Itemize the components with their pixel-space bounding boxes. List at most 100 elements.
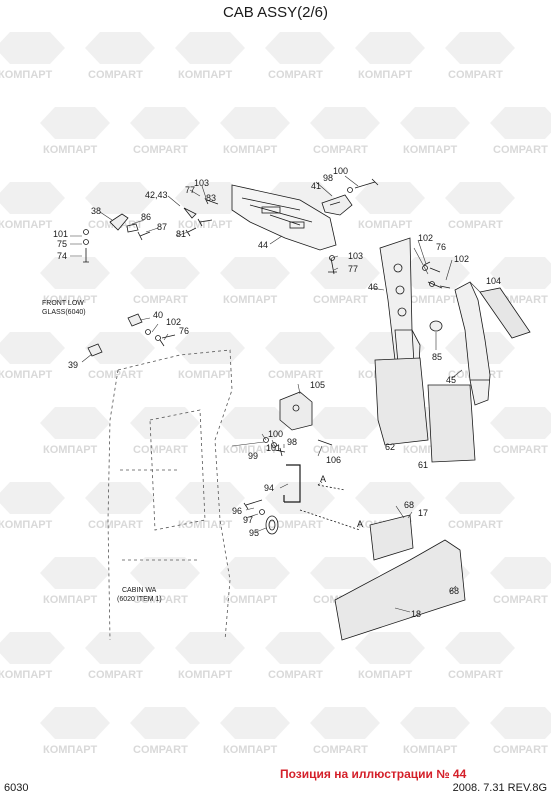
part-label: 75 — [57, 239, 68, 249]
part-label: 103 — [194, 178, 210, 188]
watermark-logo — [445, 482, 515, 514]
part-label: 102 — [454, 254, 470, 264]
watermark-text: КОМПАРТ — [43, 444, 97, 456]
part-label: 105 — [310, 380, 326, 390]
watermark-logo — [130, 407, 200, 439]
watermark-text: COMPART — [133, 144, 188, 156]
watermark-logo — [130, 707, 200, 739]
watermark-logo — [0, 182, 65, 214]
watermark-text: COMPART — [313, 144, 368, 156]
bracket-44 — [231, 184, 337, 251]
note-cabin-wa-ref: (6020 ITEM 1) — [117, 596, 162, 603]
revision-date: 2008. 7.31 REV.8G — [452, 782, 547, 794]
part-label: 76 — [179, 326, 190, 336]
bracket-105 — [279, 391, 313, 431]
watermark-logo — [0, 332, 65, 364]
part-label: 74 — [57, 251, 68, 261]
part-label: 98 — [323, 173, 334, 183]
part-label: 68 — [449, 586, 460, 596]
part-label: 77 — [348, 264, 359, 274]
watermark-text: COMPART — [88, 669, 143, 681]
bolt-103-77 — [328, 255, 337, 275]
part-label: 40 — [153, 310, 164, 320]
watermark-text: КОМПАРТ — [178, 669, 232, 681]
watermark-text: КОМПАРТ — [178, 369, 232, 381]
part-label: 98 — [287, 437, 298, 447]
note-cabin-wa: CABIN WA — [122, 587, 157, 594]
note-front-low-glass: FRONT LOW — [42, 300, 84, 307]
part-label: 38 — [91, 206, 102, 216]
watermark-logo — [310, 407, 380, 439]
watermark-text: COMPART — [268, 669, 323, 681]
part-label: 45 — [446, 375, 457, 385]
part-label: 96 — [232, 506, 243, 516]
watermark-logo — [310, 107, 380, 139]
watermark-logo — [85, 482, 155, 514]
part-label: 103 — [348, 251, 364, 261]
watermark-text: COMPART — [313, 294, 368, 306]
watermark-logo — [175, 32, 245, 64]
watermark-text: КОМПАРТ — [43, 294, 97, 306]
part-label: 86 — [141, 212, 152, 222]
part-label: 104 — [486, 276, 502, 286]
watermark-logo — [490, 407, 551, 439]
watermark-logo — [445, 632, 515, 664]
watermark-text: КОМПАРТ — [178, 219, 232, 231]
watermark-text: КОМПАРТ — [0, 669, 52, 681]
compart-watermark: КОМПАРТ COMPART КОМПАРТ COMPART КОМПАРТ COMPA… — [0, 32, 551, 756]
watermark-logo — [40, 557, 110, 589]
watermark-text: COMPART — [133, 744, 188, 756]
leader-lines — [70, 175, 481, 613]
part-label: 81 — [176, 229, 187, 239]
watermark-text: КОМПАРТ — [0, 369, 52, 381]
watermark-logo — [220, 557, 290, 589]
part-label: 62 — [385, 442, 396, 452]
watermark-text: COMPART — [448, 669, 503, 681]
panel-17 — [369, 514, 414, 561]
watermark-text: КОМПАРТ — [178, 519, 232, 531]
watermark-text: КОМПАРТ — [43, 144, 97, 156]
leader-a2 — [299, 509, 361, 531]
bracket-38 — [109, 213, 151, 241]
part-label: 76 — [436, 242, 447, 252]
part-label: 102 — [418, 233, 434, 243]
hardware-96-97-95 — [243, 499, 279, 535]
watermark-logo — [445, 32, 515, 64]
watermark-text: КОМПАРТ — [0, 69, 52, 81]
part-label: 100 — [333, 166, 349, 176]
watermark-logo — [490, 707, 551, 739]
watermark-text: КОМПАРТ — [0, 219, 52, 231]
watermark-text: COMPART — [448, 519, 503, 531]
pad-104 — [479, 287, 531, 339]
part-label: 95 — [249, 528, 260, 538]
watermark-text: КОМПАРТ — [223, 294, 277, 306]
watermark-logo — [0, 632, 65, 664]
watermark-text: КОМПАРТ — [358, 69, 412, 81]
watermark-logo — [445, 182, 515, 214]
part-label: 99 — [248, 451, 259, 461]
watermark-text: COMPART — [448, 69, 503, 81]
watermark-text: КОМПАРТ — [358, 219, 412, 231]
watermark-text: COMPART — [493, 444, 548, 456]
watermark-text: КОМПАРТ — [43, 594, 97, 606]
part-label: 97 — [243, 515, 254, 525]
watermark-logo — [0, 32, 65, 64]
note-front-low-glass-ref: GLASS(6040) — [42, 309, 86, 316]
watermark-logo — [40, 107, 110, 139]
watermark-logo — [85, 332, 155, 364]
part-label: A — [357, 519, 364, 529]
position-callout: Позиция на иллюстрации № 44 — [280, 767, 467, 781]
watermark-text: КОМПАРТ — [223, 444, 277, 456]
part-label: 61 — [418, 460, 429, 470]
watermark-logo — [400, 257, 470, 289]
part-label: 85 — [432, 352, 443, 362]
watermark-logo — [490, 107, 551, 139]
part-label: 100 — [268, 429, 284, 439]
watermark-logo — [265, 32, 335, 64]
watermark-logo — [310, 557, 380, 589]
panel-18 — [334, 539, 466, 641]
part-label: 39 — [68, 360, 79, 370]
part-label: 68 — [404, 500, 415, 510]
